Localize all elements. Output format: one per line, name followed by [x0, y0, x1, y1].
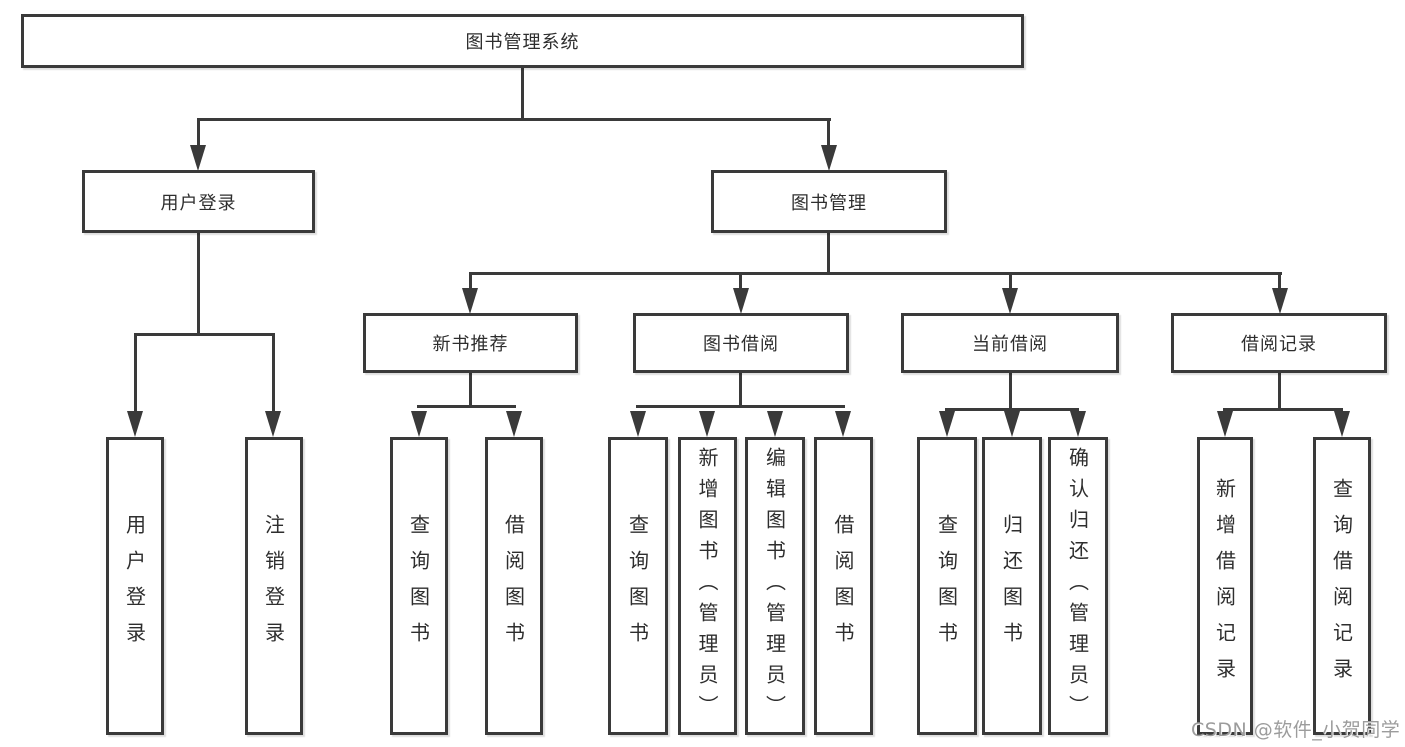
arrow-down-icon: [190, 145, 206, 171]
node-user-login: 用户登录: [82, 170, 315, 233]
leaf-edit-book-admin: 编辑图书（管理员）: [745, 437, 805, 735]
arrow-down-icon: [630, 411, 646, 437]
node-label: 借阅图书: [501, 514, 526, 658]
connector-line: [739, 373, 742, 408]
connector-line: [521, 68, 524, 121]
arrow-down-icon: [821, 145, 837, 171]
arrow-down-icon: [1004, 411, 1020, 437]
arrow-down-icon: [835, 411, 851, 437]
node-label: 借阅图书: [831, 514, 855, 658]
node-label: 确认归还（管理员）: [1065, 446, 1090, 726]
connector-line: [636, 405, 845, 408]
connector-line: [739, 275, 742, 290]
arrow-down-icon: [939, 411, 955, 437]
node-label: 用户登录: [160, 192, 237, 214]
node-new-book-recommendation: 新书推荐: [363, 313, 578, 373]
leaf-borrow-books: 借阅图书: [814, 437, 873, 735]
leaf-user-login: 用户登录: [106, 437, 164, 735]
leaf-query-borrow-record: 查询借阅记录: [1313, 437, 1371, 735]
leaf-borrow-books-recommend: 借阅图书: [485, 437, 543, 735]
leaf-query-books-borrowing: 查询图书: [608, 437, 668, 735]
connector-line: [1278, 373, 1281, 411]
connector-line: [827, 233, 830, 275]
arrow-down-icon: [1002, 288, 1018, 314]
node-current-borrowing: 当前借阅: [901, 313, 1119, 373]
connector-line: [417, 405, 516, 408]
connector-line: [1223, 408, 1343, 411]
connector-line: [945, 408, 1079, 411]
connector-line: [469, 272, 1282, 275]
connector-line: [827, 121, 830, 147]
connector-line: [134, 333, 275, 336]
node-label: 注销登录: [261, 514, 286, 658]
connector-line: [197, 233, 200, 336]
connector-line: [1009, 373, 1012, 411]
connector-line: [272, 336, 275, 413]
node-label: 用户登录: [122, 514, 147, 658]
connector-line: [197, 118, 831, 121]
arrow-down-icon: [1334, 411, 1350, 437]
leaf-confirm-return-admin: 确认归还（管理员）: [1048, 437, 1108, 735]
node-label: 新增借阅记录: [1212, 478, 1237, 694]
arrow-down-icon: [506, 411, 522, 437]
node-book-borrowing: 图书借阅: [633, 313, 849, 373]
node-label: 查询图书: [625, 514, 650, 658]
node-label: 图书管理: [791, 192, 867, 214]
arrow-down-icon: [411, 411, 427, 437]
leaf-add-book-admin: 新增图书（管理员）: [678, 437, 737, 735]
node-label: 图书管理系统: [465, 32, 580, 53]
leaf-return-book: 归还图书: [982, 437, 1042, 735]
connector-line: [1278, 275, 1281, 290]
leaf-query-books-recommend: 查询图书: [390, 437, 448, 735]
arrow-down-icon: [127, 411, 143, 437]
node-borrowing-records: 借阅记录: [1171, 313, 1387, 373]
node-label: 图书借阅: [703, 334, 779, 355]
node-label: 查询图书: [934, 514, 959, 658]
leaf-logout: 注销登录: [245, 437, 303, 735]
arrow-down-icon: [265, 411, 281, 437]
arrow-down-icon: [1070, 411, 1086, 437]
arrow-down-icon: [1217, 411, 1233, 437]
node-label: 编辑图书（管理员）: [762, 446, 787, 726]
leaf-query-books-current: 查询图书: [917, 437, 977, 735]
node-label: 查询图书: [406, 514, 431, 658]
leaf-add-borrow-record: 新增借阅记录: [1197, 437, 1253, 735]
arrow-down-icon: [767, 411, 783, 437]
csdn-watermark: CSDN @软件_小贺同学: [1191, 719, 1401, 741]
node-library-system: 图书管理系统: [21, 14, 1024, 68]
arrow-down-icon: [733, 288, 749, 314]
connector-line: [469, 373, 472, 408]
node-label: 当前借阅: [972, 334, 1048, 355]
arrow-down-icon: [462, 288, 478, 314]
connector-line: [1009, 275, 1012, 290]
arrow-down-icon: [1272, 288, 1288, 314]
connector-line: [469, 275, 472, 290]
connector-line: [134, 336, 137, 413]
node-label: 归还图书: [999, 514, 1024, 658]
arrow-down-icon: [699, 411, 715, 437]
node-label: 新书推荐: [432, 334, 509, 355]
connector-line: [197, 121, 200, 147]
node-label: 查询借阅记录: [1329, 478, 1354, 694]
node-label: 借阅记录: [1241, 334, 1317, 355]
node-book-management: 图书管理: [711, 170, 947, 233]
node-label: 新增图书（管理员）: [695, 446, 719, 726]
